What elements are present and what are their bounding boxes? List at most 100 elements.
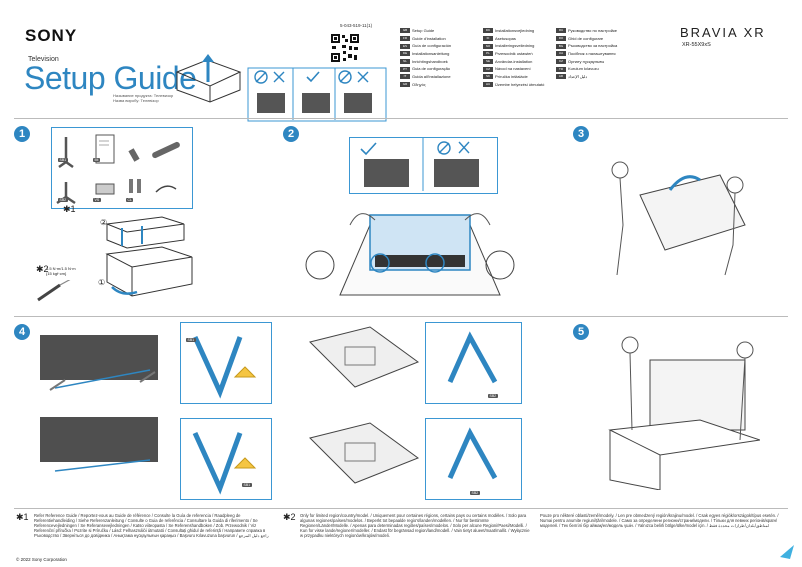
language-name: Installationsvejledning (495, 28, 535, 33)
part-label-sb1: SB1 (242, 483, 252, 487)
lift-tv-illustration (305, 213, 515, 296)
part-label-sb1: SB1 (186, 338, 196, 342)
note-1-text: Refer Reference Guide / Reportez-vous au… (34, 513, 269, 538)
language-tag: CZ (483, 66, 493, 72)
qr-code-icon (330, 33, 360, 63)
carry-tv-illustration (611, 161, 746, 276)
language-tag: GR (400, 82, 410, 88)
tv-stand-position-illustration (40, 335, 158, 391)
language-name: Guida all'installazione (412, 74, 451, 80)
footnote-ref-1: ✱1 (63, 204, 76, 214)
language-name: Användar-installation (495, 58, 533, 64)
language-name: Príručka inštalácie (495, 74, 528, 80)
language-tag: HU (483, 82, 493, 88)
part-label-vs: VS (93, 198, 101, 202)
torque-value: 1.5 N·m/1.5 N·m {15 kgf·cm} (46, 266, 76, 276)
language-name: Guide d'installation (412, 35, 446, 41)
language-tag: AR (556, 74, 566, 80)
document-code: 5-043-519-11(1) (340, 23, 373, 28)
note-3-text: Pouze pro některé oblasti/země/modely. /… (540, 513, 779, 528)
language-name: Kurulum kılavuzu (568, 66, 599, 72)
divider (14, 118, 788, 119)
callout-2: ② (100, 218, 108, 227)
tv-back-illustration-1 (309, 326, 420, 388)
language-name: Посібник з налаштування (568, 51, 616, 57)
recycle-arrow-icon (780, 545, 794, 559)
product-line-logo: BRAVIA XR (680, 25, 766, 40)
copyright: © 2022 Sony Corporation (16, 557, 67, 562)
stand-attach-illustration-3 (447, 331, 498, 384)
page-title: Setup Guide (24, 60, 197, 96)
tv-back-illustration-2 (309, 422, 420, 484)
language-name: Installationsanleitung (412, 51, 450, 57)
language-name: Asetusopas (495, 35, 516, 41)
stand-attach-panel-3 (425, 322, 522, 404)
note-1-mark: ✱1 (16, 512, 29, 522)
product-category: Television (28, 56, 59, 63)
language-tag: DK (483, 28, 493, 34)
sony-logo: SONY (25, 26, 78, 45)
stand-attach-illustration-4 (447, 427, 498, 480)
part-label-sb2: SB2 (58, 198, 68, 202)
language-name: Guía de configuración (412, 43, 452, 49)
stand-attach-illustration-1 (192, 335, 257, 399)
step-number-3: 3 (573, 126, 589, 142)
step-number-5: 5 (573, 324, 589, 340)
language-name: Guia de configuração (412, 66, 451, 72)
language-tag: GB (400, 28, 410, 34)
language-tag: UA (556, 51, 566, 57)
note-2-mark: ✱2 (283, 512, 296, 522)
language-tag: IT (400, 74, 410, 80)
language-tag: FR (400, 36, 410, 42)
parts-panel (51, 127, 193, 209)
step-number-4: 4 (14, 324, 30, 340)
step-number-1: 1 (14, 126, 30, 142)
subtitle: Называние продукта: Телевизор Назва виро… (113, 93, 173, 103)
language-tag: FI (483, 36, 493, 42)
part-label-sb1: SB1 (58, 158, 68, 162)
stand-attach-panel-1 (180, 322, 272, 404)
language-name: Ръководство за настройка (568, 43, 618, 49)
language-tag: RU (556, 28, 566, 34)
language-name: Inrichtingshandboek (412, 58, 448, 64)
language-tag: NL (400, 59, 410, 65)
handling-icons (360, 138, 479, 191)
footnote-ref-2: ✱2 (36, 264, 49, 274)
handling-do-dont-illustration (247, 67, 387, 122)
stand-attach-panel-4 (425, 418, 522, 500)
language-tag: DE (400, 51, 410, 57)
part-label-im: IM (93, 158, 100, 162)
callout-1: ① (98, 278, 106, 287)
parts-illustration (56, 134, 180, 205)
divider (14, 508, 788, 509)
part-label-sb2: SB2 (488, 394, 498, 398)
language-name: Üzembe helyezési útmutató (495, 81, 545, 87)
language-tag: NO (483, 43, 493, 49)
language-name: Ghid de configurare (568, 35, 604, 41)
language-name: Орнату нұсқаулығы (568, 58, 605, 64)
tv-stand-position-illustration-2 (40, 417, 158, 472)
language-tag: SE (483, 59, 493, 65)
screwdriver-icon (37, 280, 71, 302)
language-tag: SK (483, 74, 493, 80)
language-tag: BG (556, 43, 566, 49)
stand-attach-panel-2 (180, 418, 272, 500)
language-tag: PT (400, 66, 410, 72)
